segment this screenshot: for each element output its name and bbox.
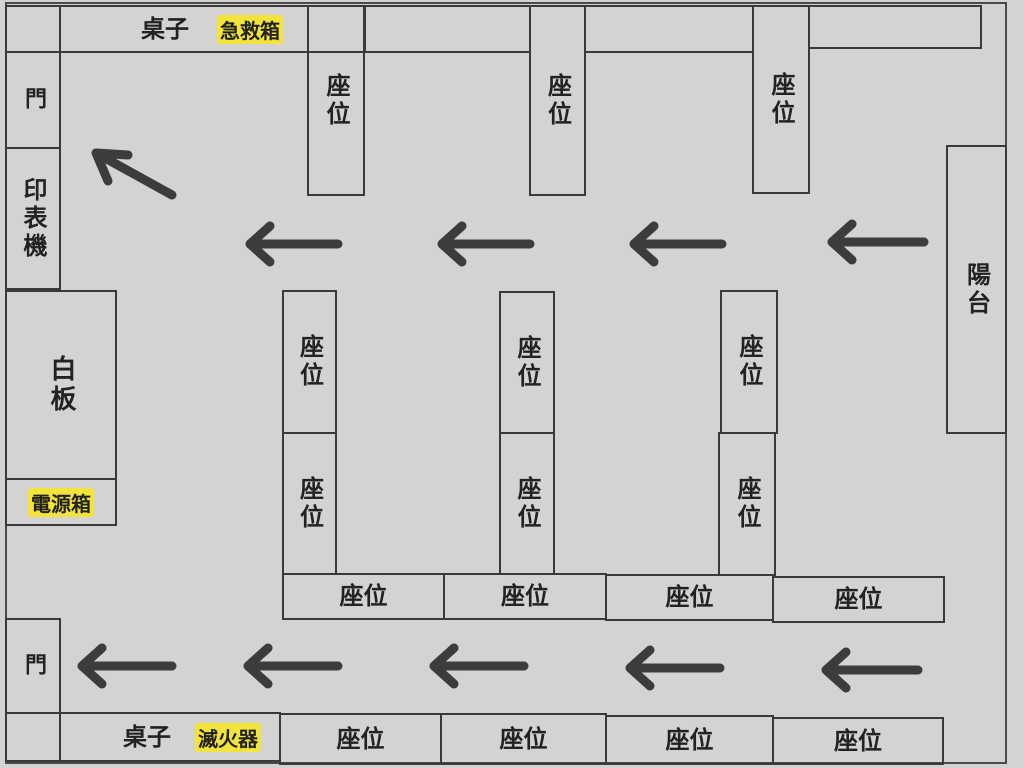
seat-bottom-2: 座位 xyxy=(440,713,607,765)
corner-box-top xyxy=(5,5,61,53)
seat-top-2: 座位 xyxy=(529,5,586,196)
door-top: 門 xyxy=(5,51,61,149)
seat-bottom-3: 座位 xyxy=(605,715,774,765)
first-aid-kit-label: 急救箱 xyxy=(217,14,283,44)
seat-row-2: 座位 xyxy=(443,573,607,620)
corner-box-bottom xyxy=(5,712,61,762)
arrow-left-icon xyxy=(629,221,727,267)
seat-top-3: 座位 xyxy=(752,5,810,194)
seat-mid-2b: 座位 xyxy=(499,432,555,575)
top-desk-segment xyxy=(364,5,531,53)
door-bottom: 門 xyxy=(5,618,61,714)
arrow-left-icon xyxy=(243,643,343,689)
whiteboard: 白板 xyxy=(5,290,117,480)
seat-row-1: 座位 xyxy=(282,573,445,620)
seat-mid-3a: 座位 xyxy=(720,290,778,434)
seat-bottom-4: 座位 xyxy=(772,717,944,765)
top-desk-label: 桌子 xyxy=(141,14,189,43)
arrow-left-icon xyxy=(429,643,529,689)
top-desk-segment xyxy=(584,5,754,53)
balcony: 陽台 xyxy=(946,145,1007,434)
seat-mid-3b: 座位 xyxy=(718,432,776,576)
seat-top-1: 座位 xyxy=(307,5,365,196)
arrow-left-icon xyxy=(625,645,725,691)
bottom-desk-label: 桌子 xyxy=(123,722,171,751)
top-desk-segment xyxy=(808,5,982,49)
arrow-left-icon xyxy=(245,221,343,267)
seat-mid-1a: 座位 xyxy=(282,290,337,434)
printer: 印表機 xyxy=(5,147,61,290)
arrow-left-icon xyxy=(437,221,535,267)
fire-extinguisher-label: 滅火器 xyxy=(195,722,261,752)
power-box: 電源箱 xyxy=(5,478,117,526)
arrow-left-icon xyxy=(827,219,929,265)
seat-row-3: 座位 xyxy=(605,574,774,621)
bottom-desk: 桌子 滅火器 xyxy=(59,712,281,762)
arrow-left-icon xyxy=(821,647,923,693)
seat-mid-1b: 座位 xyxy=(282,432,337,575)
seat-mid-2a: 座位 xyxy=(499,291,555,434)
top-desk: 桌子 急救箱 xyxy=(59,5,366,53)
seat-bottom-1: 座位 xyxy=(279,713,442,765)
arrow-up-left-icon xyxy=(91,148,177,200)
seat-row-4: 座位 xyxy=(772,576,945,623)
arrow-left-icon xyxy=(77,643,177,689)
